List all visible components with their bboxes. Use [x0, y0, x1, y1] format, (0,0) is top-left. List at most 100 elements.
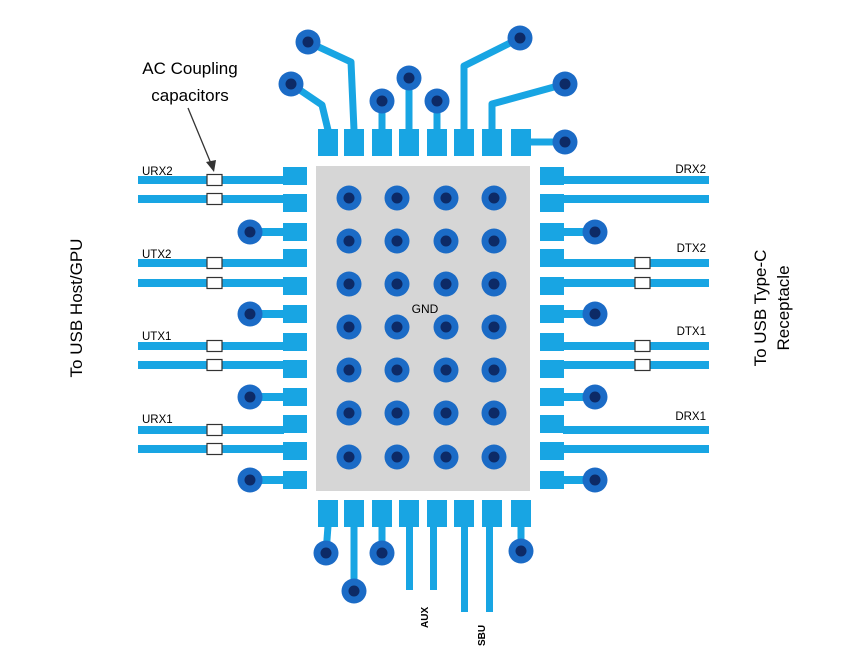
- via-stub: [250, 476, 284, 484]
- via-stub: [250, 228, 284, 236]
- signal-trace: [563, 195, 709, 203]
- right-pad: [540, 360, 564, 378]
- via-icon: [582, 384, 608, 410]
- via-icon: [582, 219, 608, 245]
- via-icon: [433, 228, 459, 254]
- left-pad: [283, 388, 307, 406]
- via-icon: [508, 538, 534, 564]
- right-pad: [540, 442, 564, 460]
- capacitor-icon: [206, 173, 223, 187]
- annotation-line-1: AC Coupling: [142, 59, 237, 78]
- right-pad: [540, 305, 564, 323]
- top-pad: [344, 129, 364, 156]
- arrow-icon: [187, 107, 216, 172]
- via-icon: [336, 314, 362, 340]
- via-icon: [336, 444, 362, 470]
- signal-label-utx1: UTX1: [142, 331, 171, 343]
- left-pad: [283, 442, 307, 460]
- left-pad: [283, 277, 307, 295]
- right-pad: [540, 167, 564, 185]
- via-icon: [384, 400, 410, 426]
- via-icon: [582, 467, 608, 493]
- via-icon: [433, 271, 459, 297]
- via-icon: [481, 400, 507, 426]
- die-label: GND: [412, 302, 439, 316]
- bottom-pad: [344, 500, 364, 527]
- via-icon: [552, 71, 578, 97]
- via-icon: [433, 185, 459, 211]
- right-pad: [540, 333, 564, 351]
- signal-trace: [563, 445, 709, 453]
- via-icon: [384, 185, 410, 211]
- top-pad: [482, 129, 502, 156]
- signal-label-utx2: UTX2: [142, 249, 171, 261]
- via-stub: [563, 310, 597, 318]
- via-icon: [582, 301, 608, 327]
- right-pad: [540, 249, 564, 267]
- top-trace: [306, 38, 358, 131]
- via-icon: [433, 400, 459, 426]
- left-pad: [283, 194, 307, 212]
- signal-label-dtx1: DTX1: [677, 326, 706, 338]
- pad-layer: [283, 129, 564, 527]
- bottom-pad: [372, 500, 392, 527]
- via-icon: [336, 185, 362, 211]
- via-icon: [341, 578, 367, 604]
- via-icon: [384, 228, 410, 254]
- capacitor-icon: [206, 442, 223, 456]
- via-stub: [563, 228, 597, 236]
- annotation-line-2: capacitors: [151, 86, 228, 105]
- via-icon: [433, 357, 459, 383]
- capacitor-icon: [634, 276, 651, 290]
- capacitor-icon: [206, 423, 223, 437]
- signal-label-aux: AUX: [420, 607, 431, 628]
- via-icon: [481, 357, 507, 383]
- top-pad: [454, 129, 474, 156]
- right-pad: [540, 223, 564, 241]
- via-stub: [563, 476, 597, 484]
- right-pad: [540, 194, 564, 212]
- signal-trace: [563, 176, 709, 184]
- via-stub: [563, 393, 597, 401]
- via-icon: [481, 228, 507, 254]
- sbu-trace: [486, 526, 493, 612]
- via-icon: [552, 129, 578, 155]
- via-stub: [250, 310, 284, 318]
- left-side-label: To USB Host/GPU: [67, 239, 86, 378]
- left-pad: [283, 471, 307, 489]
- via-stub: [250, 393, 284, 401]
- capacitor-icon: [206, 276, 223, 290]
- via-icon: [278, 71, 304, 97]
- via-icon: [384, 314, 410, 340]
- capacitor-icon: [634, 339, 651, 353]
- via-icon: [336, 228, 362, 254]
- signal-label-drx1: DRX1: [675, 411, 706, 423]
- aux-trace: [430, 526, 437, 590]
- left-pad: [283, 167, 307, 185]
- capacitor-icon: [634, 358, 651, 372]
- via-icon: [396, 65, 422, 91]
- via-icon: [336, 271, 362, 297]
- right-pad: [540, 277, 564, 295]
- left-pad: [283, 305, 307, 323]
- via-icon: [424, 88, 450, 114]
- signal-label-urx2: URX2: [142, 166, 173, 178]
- via-icon: [384, 357, 410, 383]
- via-icon: [481, 271, 507, 297]
- capacitor-icon: [206, 256, 223, 270]
- right-pad: [540, 415, 564, 433]
- signal-label-drx2: DRX2: [675, 164, 706, 176]
- bottom-pad: [427, 500, 447, 527]
- capacitor-icon: [634, 256, 651, 270]
- bottom-pad: [511, 500, 531, 527]
- via-icon: [237, 467, 263, 493]
- top-trace: [460, 34, 522, 130]
- via-icon: [295, 29, 321, 55]
- via-icon: [481, 314, 507, 340]
- via-icon: [313, 540, 339, 566]
- bottom-pad: [318, 500, 338, 527]
- via-icon: [433, 444, 459, 470]
- left-pad: [283, 415, 307, 433]
- right-pad: [540, 388, 564, 406]
